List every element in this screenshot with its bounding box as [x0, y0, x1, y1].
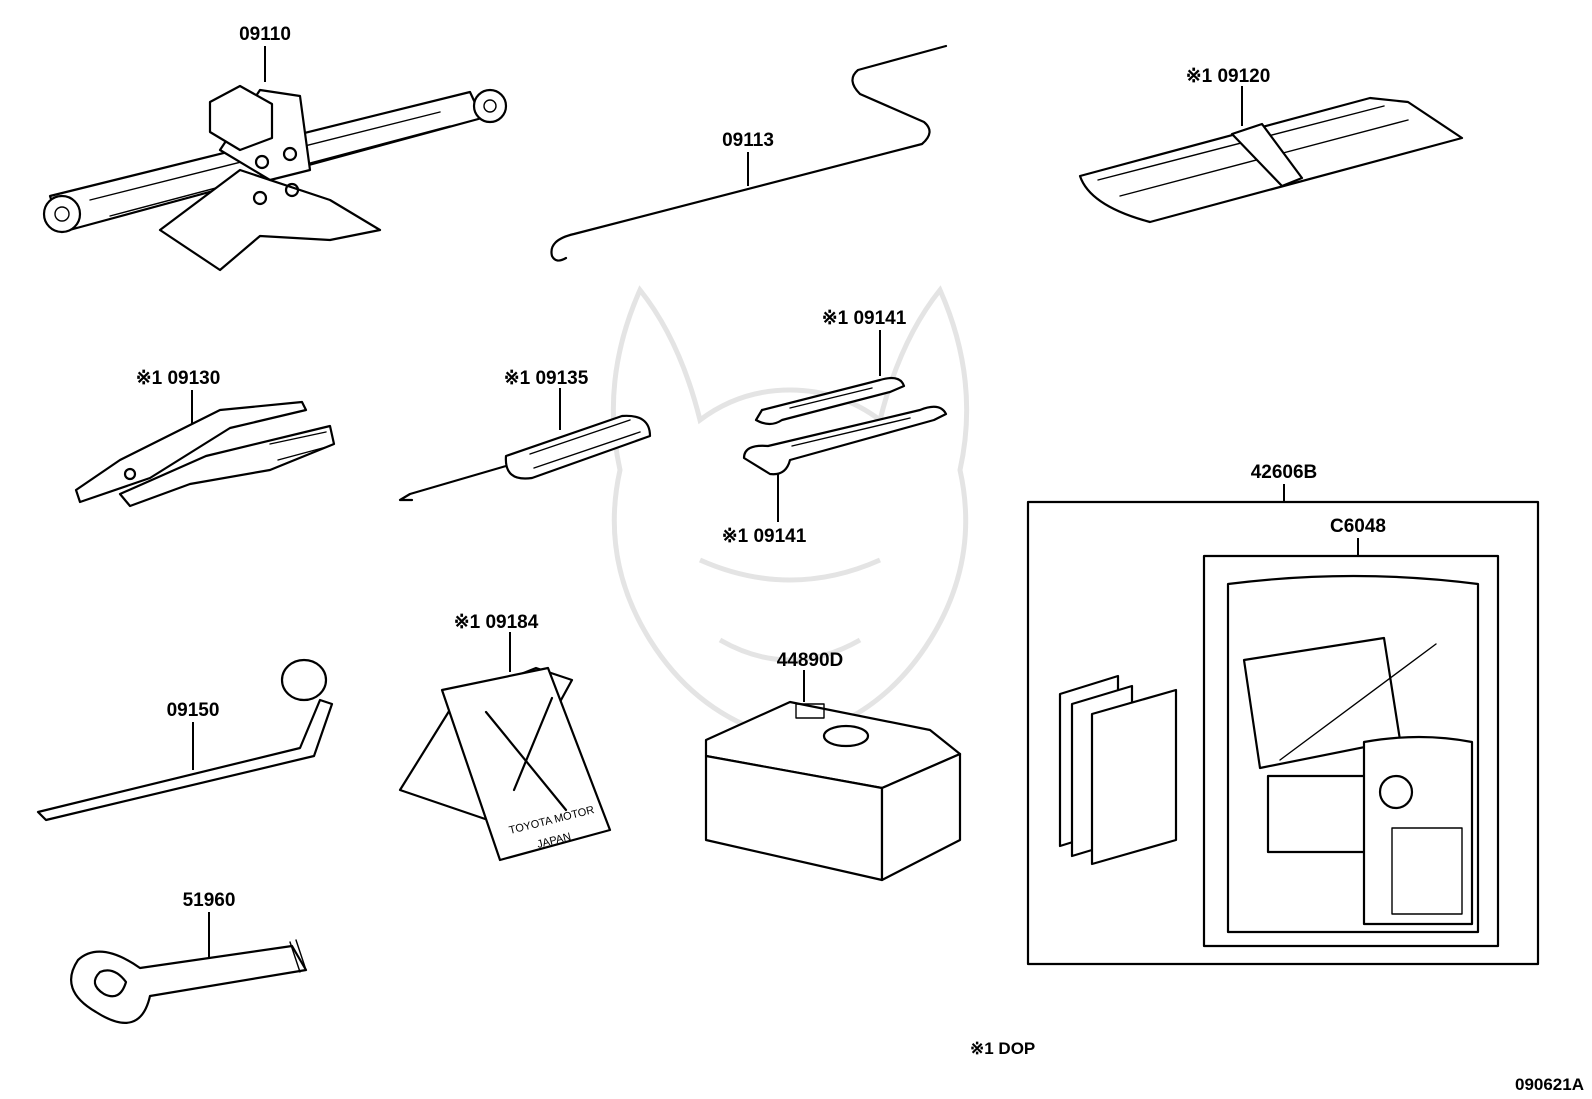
jack-handle: [550, 44, 948, 262]
part-label-sealant: C6048: [1330, 516, 1386, 537]
wrench-large: [742, 405, 948, 522]
part-label-lug-wrench: 09150: [167, 700, 220, 721]
towing-eye: [70, 912, 308, 1024]
lug-wrench: [36, 658, 334, 822]
repair-kit-frame: [1026, 484, 1540, 966]
tire-inflator-compressor: [704, 670, 962, 882]
part-label-repair-kit: 42606B: [1251, 462, 1318, 483]
watermark-logo: [610, 285, 970, 743]
part-label-jack: 09110: [239, 24, 291, 45]
warning-triangle-plate: TOYOTA MOTOR JAPAN: [398, 632, 612, 862]
part-label-wrench-bottom: ※1 09141: [722, 526, 807, 547]
sealant-bottle-frame: [1202, 538, 1500, 948]
figure-code: 090621A: [1515, 1075, 1584, 1094]
screwdriver: [398, 388, 652, 502]
legend-dop: ※1 DOP: [970, 1039, 1035, 1058]
wrench-small: [754, 330, 906, 426]
part-label-screwdriver: ※1 09135: [504, 368, 589, 389]
part-label-jack-handle: 09113: [722, 130, 774, 151]
scissor-jack: [42, 46, 508, 272]
part-label-warning-plate: ※1 09184: [454, 612, 539, 633]
pliers: [74, 390, 336, 508]
part-label-wrench-top: ※1 09141: [822, 308, 907, 329]
part-label-pliers: ※1 09130: [136, 368, 221, 389]
tool-bag: [1078, 86, 1464, 224]
part-label-tool-bag: ※1 09120: [1186, 66, 1271, 87]
part-label-compressor: 44890D: [777, 650, 844, 671]
part-label-towing-eye: 51960: [183, 890, 236, 911]
